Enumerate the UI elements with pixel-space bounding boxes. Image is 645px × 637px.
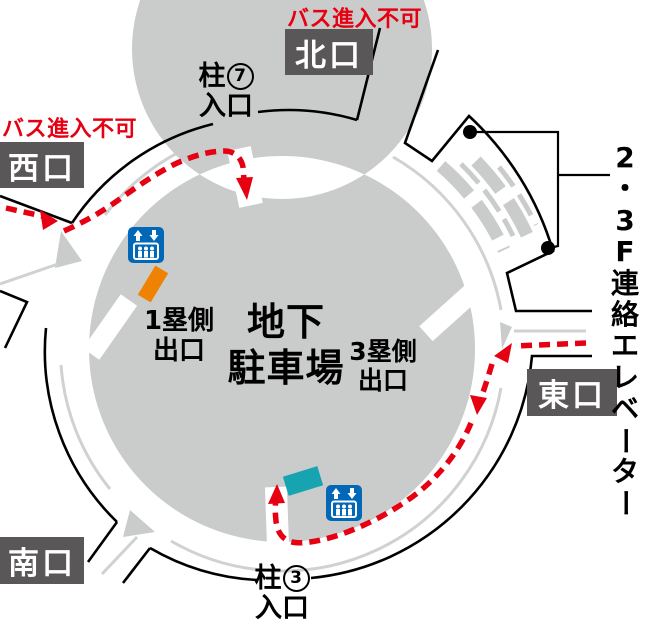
elevator-ramp-stripes: [436, 156, 539, 253]
third-base-exit-line1: 3塁側: [349, 337, 417, 366]
pillar7-entrance-label: 柱 7 入口: [184, 62, 268, 121]
pillar3-teal-marker: [282, 466, 324, 496]
pillar3-prefix: 柱: [254, 563, 282, 594]
bus-no-entry-label-west: バス進入不可: [2, 117, 138, 142]
first-base-exit-marker: [137, 265, 169, 303]
bus-routes: [5, 148, 587, 546]
exit-box-west: 西口: [0, 142, 84, 188]
underground-parking-title: 地下 駐車場: [207, 300, 365, 391]
bus-route-east-entry: [514, 340, 587, 349]
bus-no-entry-label-north: バス進入不可: [287, 7, 423, 32]
exit-box-east: 東口: [527, 369, 617, 416]
gap-first-base-exit: [82, 294, 138, 360]
callout-dot-top: [463, 125, 477, 139]
bus-route-east: [272, 421, 474, 546]
elevator-icon-northwest: [127, 226, 165, 264]
pillar7-prefix: 柱: [198, 61, 226, 92]
parking-ring: [89, 0, 475, 542]
arrow-into-pillar7: [236, 177, 253, 200]
bus-route-west: [62, 148, 247, 234]
route-arrowheads: [40, 177, 512, 504]
callout-dot-bottom: [541, 241, 555, 255]
pillar7-circled-number: 7: [226, 63, 254, 91]
bus-route-west-entry: [5, 205, 43, 219]
title-line2: 駐車場: [227, 345, 345, 390]
third-base-exit-label: 3塁側 出口: [342, 337, 424, 395]
elevator-icon-south: [325, 484, 363, 522]
elevator-callout: [463, 125, 610, 255]
exit-box-north: 北口: [285, 29, 373, 75]
arrow-east-entry: [494, 343, 512, 363]
title-line1: 地下: [246, 300, 325, 344]
first-base-exit-line1: 1塁側: [143, 306, 215, 336]
pillar3-entrance-text: 入口: [255, 592, 309, 624]
pillar3-entrance-label: 柱 3 入口: [240, 564, 324, 623]
third-base-exit-line2: 出口: [357, 366, 408, 395]
pillar3-circled-number: 3: [282, 565, 310, 593]
arrow-west-entry: [40, 210, 58, 230]
gap-third-base-exit: [419, 284, 479, 342]
first-base-exit-label: 1塁側 出口: [138, 306, 220, 366]
arrow-into-pillar3: [268, 484, 285, 504]
arrow-east-down: [470, 395, 487, 415]
exit-box-south: 南口: [0, 537, 84, 584]
first-base-exit-line2: 出口: [152, 336, 205, 367]
bus-route-east-turn: [478, 363, 495, 399]
pillar7-entrance-text: 入口: [199, 90, 253, 122]
